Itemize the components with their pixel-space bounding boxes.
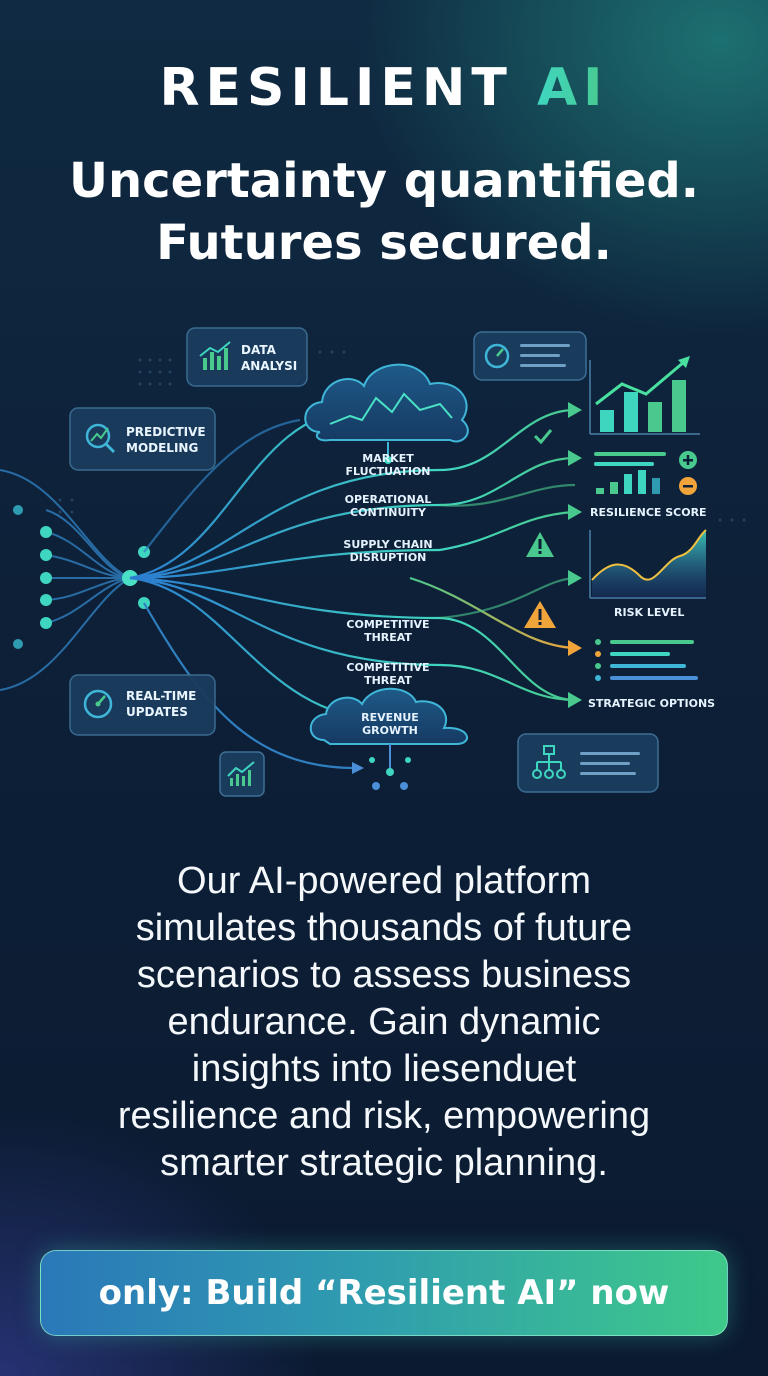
data-analysis-card: DATA ANALYSI xyxy=(186,327,308,387)
risk-level-label: RISK LEVEL xyxy=(614,606,684,619)
description-line: simulates thousands of future xyxy=(135,907,633,949)
org-chart-icon xyxy=(532,745,566,779)
headline-line-2: Futures secured. xyxy=(156,215,612,271)
resilience-score-widget: RESILIENCE SCORE xyxy=(590,451,707,519)
description-line: insights into liesenduet xyxy=(191,1048,577,1090)
warning-icon xyxy=(524,601,556,628)
scenario-market-fluctuation-1: MARKET xyxy=(362,452,414,465)
scenario-operational-continuity-1: OPERATIONAL xyxy=(345,493,432,506)
headline: Uncertainty quantified. Futures secured. xyxy=(0,150,768,274)
scenario-network-diagram: MARKET FLUCTUATION OPERATIONAL CONTINUIT… xyxy=(0,327,746,797)
mini-chart-card xyxy=(219,751,265,797)
warning-icon xyxy=(526,532,554,557)
scenario-market-fluctuation-2: FLUCTUATION xyxy=(345,465,430,478)
build-now-button[interactable]: only: Build “Resilient AI” now xyxy=(40,1250,728,1336)
check-icon xyxy=(533,429,553,445)
resilience-score-label: RESILIENCE SCORE xyxy=(590,506,707,519)
brand-accent: AI xyxy=(536,58,609,118)
real-time-updates-label-2: UPDATES xyxy=(126,705,188,719)
brand-name: RESILIENT xyxy=(159,58,537,118)
description-line: Our AI-powered platform xyxy=(177,860,591,902)
dot-grid-decoration xyxy=(58,350,746,522)
headline-line-1: Uncertainty quantified. xyxy=(69,153,699,209)
real-time-updates-card: REAL-TIME UPDATES xyxy=(69,674,216,736)
strategic-options-widget: STRATEGIC OPTIONS xyxy=(588,639,715,710)
risk-level-area-chart: RISK LEVEL xyxy=(589,529,707,619)
bar-chart-icon xyxy=(199,341,231,370)
description-line: endurance. Gain dynamic xyxy=(167,1001,601,1043)
scenario-competitive-threat-a-1: COMPETITIVE xyxy=(346,618,429,631)
description-line: smarter strategic planning. xyxy=(160,1142,608,1184)
scenario-revenue-growth-2: GROWTH xyxy=(362,724,418,737)
brand-logo: RESILIENT AI xyxy=(0,58,768,118)
scenario-operational-continuity-2: CONTINUITY xyxy=(350,506,427,519)
scenario-revenue-growth-1: REVENUE xyxy=(361,711,419,724)
strategic-options-label: STRATEGIC OPTIONS xyxy=(588,697,715,710)
minus-icon xyxy=(679,477,697,495)
plus-icon xyxy=(679,451,697,469)
data-analysis-label-1: DATA xyxy=(241,343,277,357)
predictive-modeling-label-1: PREDICTIVE xyxy=(126,425,206,439)
gauge-icon xyxy=(484,343,510,369)
output-arrows xyxy=(352,402,582,774)
input-curves xyxy=(0,469,131,691)
scenario-competitive-threat-a-2: THREAT xyxy=(364,631,412,644)
scenario-labels: MARKET FLUCTUATION OPERATIONAL CONTINUIT… xyxy=(343,452,432,737)
cloud-icon xyxy=(304,363,469,464)
predictive-modeling-label-2: MODELING xyxy=(126,441,198,455)
scenario-competitive-threat-b-2: THREAT xyxy=(364,674,412,687)
org-chart-card xyxy=(517,733,659,793)
description-line: scenarios to assess business xyxy=(136,954,632,996)
growth-bar-chart xyxy=(589,356,700,435)
gauge-card xyxy=(473,331,587,381)
predictive-modeling-card: PREDICTIVE MODELING xyxy=(69,407,216,471)
description: Our AI-powered platform simulates thousa… xyxy=(40,858,728,1187)
real-time-updates-label-1: REAL-TIME xyxy=(126,689,196,703)
cloud-icon xyxy=(309,687,468,790)
scenario-competitive-threat-b-1: COMPETITIVE xyxy=(346,661,429,674)
gauge-icon xyxy=(83,689,113,719)
build-now-button-label: only: Build “Resilient AI” now xyxy=(98,1273,670,1313)
description-line: resilience and risk, empowering xyxy=(117,1095,651,1137)
data-analysis-label-2: ANALYSI xyxy=(241,359,297,373)
scenario-supply-chain-1: SUPPLY CHAIN xyxy=(343,538,432,551)
bar-chart-icon xyxy=(227,761,255,786)
scenario-supply-chain-2: DISRUPTION xyxy=(350,551,427,564)
input-nodes xyxy=(13,505,150,649)
magnifier-trend-icon xyxy=(85,423,116,454)
